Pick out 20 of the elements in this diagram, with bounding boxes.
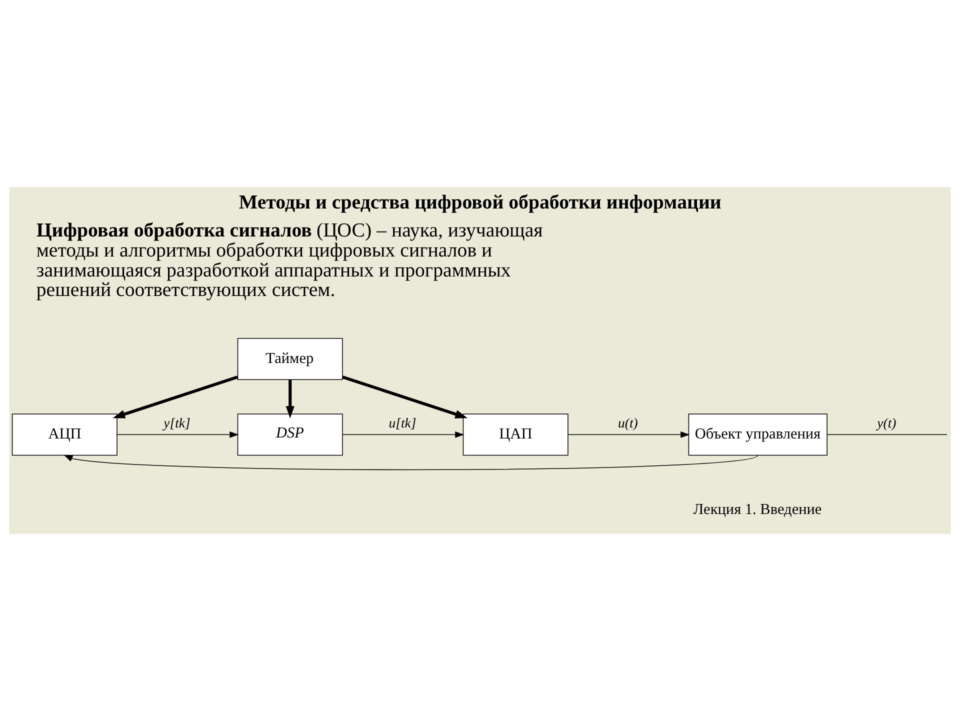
edge-label: y[tk] <box>164 414 190 430</box>
edge-label: y(t) <box>877 414 896 430</box>
diagram-title: Методы и средства цифровой обработки информации <box>238 190 722 213</box>
node-box: Объект управления <box>688 413 828 456</box>
edge-label: u(t) <box>618 414 638 430</box>
arrow <box>286 379 294 418</box>
node-box: ЦАП <box>462 413 568 456</box>
connector <box>826 434 948 435</box>
label: Цифровая обработка сигналов (ЦОС) – наука, изучающая методы и алгоритмы обработки цифровых сигналов и занимающаяся разработкой аппаратных и программных решений соответствующих систем. <box>36 219 543 301</box>
arrow <box>342 430 464 438</box>
label: Лекция 1. Введение <box>693 500 822 518</box>
arrow <box>342 375 468 418</box>
node-box: АЦП <box>12 413 118 456</box>
node-box: DSP <box>237 413 343 456</box>
arrow <box>64 454 758 470</box>
arrow <box>116 430 239 438</box>
edge-label: u[tk] <box>388 414 416 430</box>
arrow <box>568 430 690 438</box>
arrow <box>112 375 238 418</box>
node-box: Таймер <box>237 337 343 380</box>
